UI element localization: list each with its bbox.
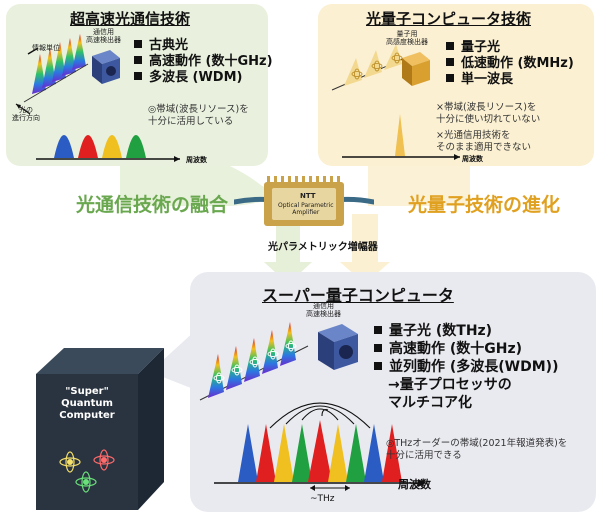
optical-feature-item: 高速動作 (数十GHz): [134, 54, 273, 70]
evolution-down-arrow: [340, 214, 390, 284]
super-note: ◎THzオーダーの帯域(2021年報道発表)を 十分に活用できる: [386, 438, 568, 461]
quantum-feature-item: 低速動作 (数MHz): [446, 56, 574, 72]
optical-detector-label: 通信用 高速検出器: [86, 28, 121, 44]
optical-note: ◎帯域(波長リソース)を 十分に活用している: [148, 104, 249, 127]
quantum-detector-icon: [402, 52, 430, 86]
super-feature-list: 量子光 (数THz) 高速動作 (数十GHz) 並列動作 (多波長(WDM)) …: [374, 322, 558, 412]
super-computer-label-line1: "Super": [65, 386, 109, 397]
super-panel-title: スーパー量子コンピュータ: [262, 286, 454, 305]
amplifier-label: 光パラメトリック増幅器: [268, 242, 378, 253]
super-feature-item: 高速動作 (数十GHz): [374, 340, 558, 358]
quantum-spectrum: [342, 114, 460, 160]
quantum-feature-item: 単一波長: [446, 72, 574, 88]
quantum-note-1: ×帯域(波長リソース)を 十分に使い切れていない: [436, 102, 541, 125]
amplifier-logo: NTT: [300, 192, 316, 200]
pulse-stack: [32, 34, 86, 94]
optical-feature-item: 古典光: [134, 38, 273, 54]
quantum-feature-item: 量子光: [446, 40, 574, 56]
optical-pulse-train-illustration: [15, 34, 89, 115]
super-computer-box: [36, 348, 164, 510]
super-spectrum-peaks: [238, 420, 402, 482]
super-detector-icon: [318, 324, 358, 370]
super-feature-sub: →量子プロセッサの マルチコア化: [388, 377, 512, 411]
quantum-feature-list: 量子光 低速動作 (数MHz) 単一波長: [446, 40, 574, 88]
super-computer-label: "Super" Quantum Computer: [36, 386, 138, 422]
evolution-arrow: [368, 166, 470, 206]
fusion-arrow: [120, 166, 274, 206]
optical-feature-list: 古典光 高速動作 (数十GHz) 多波長 (WDM): [134, 38, 273, 86]
evolution-label: 光量子技術の進化: [408, 194, 561, 216]
quantum-axis-label: 周波数: [462, 155, 483, 163]
optical-panel-title: 超高速光通信技術: [70, 10, 191, 28]
amplifier-device: [234, 176, 374, 226]
super-computer-label-line3: Computer: [59, 410, 115, 421]
quantum-pulse-illustration: [331, 44, 411, 91]
super-feature-item: 並列動作 (多波長(WDM)): [374, 358, 558, 376]
super-feature-item: 量子光 (数THz): [374, 322, 558, 340]
light-direction-label: 光の 進行方向: [12, 106, 40, 122]
super-axis-label: 周波数: [398, 478, 431, 491]
info-unit-label: 情報単位: [32, 44, 60, 52]
quantum-computer-panel: [318, 4, 594, 166]
fusion-label: 光通信技術の融合: [76, 194, 229, 216]
amplifier-chip-text: Optical Parametric Amplifier: [278, 202, 334, 216]
super-detector-label: 通信用 高速検出器: [306, 302, 341, 318]
optical-feature-item: 多波長 (WDM): [134, 70, 273, 86]
optical-detector-icon: [92, 50, 120, 84]
fusion-down-arrow: [264, 222, 312, 284]
quantum-note-2: ×光通信用技術を そのまま適用できない: [436, 130, 532, 153]
optical-spectrum: [36, 135, 180, 162]
quantum-detector-label: 量子用 高感度検出器: [386, 30, 428, 46]
super-computer-label-line2: Quantum: [61, 398, 113, 409]
optical-axis-label: 周波数: [186, 156, 207, 164]
super-pulse-illustration: [199, 322, 309, 401]
super-span-label: ~THz: [310, 494, 335, 504]
quantum-panel-title: 光量子コンピュータ技術: [366, 10, 532, 28]
super-spectrum: [214, 402, 426, 491]
